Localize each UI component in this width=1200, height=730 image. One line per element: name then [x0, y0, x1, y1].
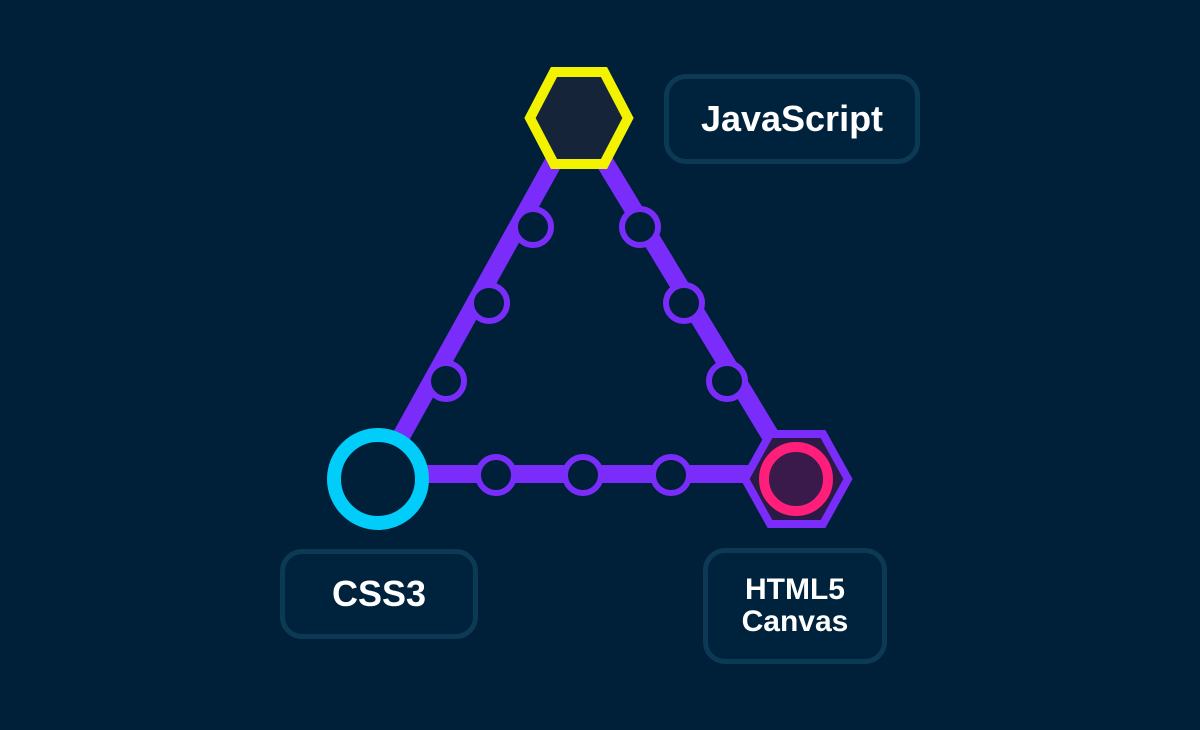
css3-label-text: CSS3: [331, 573, 427, 614]
station-dot: [650, 454, 692, 496]
track-stations: [425, 206, 748, 496]
javascript-label: JavaScript: [664, 74, 920, 164]
station-dot: [706, 360, 748, 402]
css3-circle-node: [327, 428, 429, 530]
html5-canvas-label: HTML5 Canvas: [703, 548, 887, 664]
station-dot: [512, 206, 554, 248]
html5-canvas-node: [740, 430, 853, 528]
station-dot: [619, 206, 661, 248]
station-dot: [425, 360, 467, 402]
javascript-label-text: JavaScript: [700, 98, 884, 139]
html5-canvas-label-line2: Canvas: [741, 605, 849, 638]
station-dot: [475, 454, 517, 496]
javascript-hexagon-node: [524, 67, 634, 169]
station-dot: [468, 282, 510, 324]
html5-canvas-ring: [759, 442, 833, 516]
css3-label: CSS3: [280, 549, 478, 639]
station-dot: [663, 282, 705, 324]
connection-tracks: [369, 109, 805, 487]
station-dot: [562, 454, 604, 496]
html5-canvas-label-line1: HTML5: [745, 573, 845, 606]
